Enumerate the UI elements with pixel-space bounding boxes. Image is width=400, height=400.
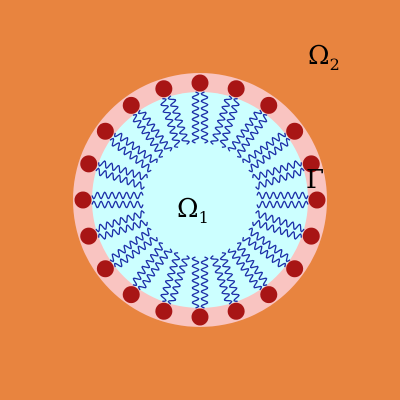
- lipid-head: [191, 308, 209, 326]
- lipid-head: [80, 227, 98, 245]
- lipid-tail: [227, 248, 263, 291]
- lipid-tail: [209, 95, 233, 145]
- lipid-tail: [248, 227, 291, 263]
- lipid-tail: [219, 98, 240, 148]
- lipid-head: [227, 80, 245, 98]
- lipid-head: [260, 286, 278, 304]
- lipid-tail: [137, 248, 173, 291]
- lipid-tail: [114, 132, 158, 164]
- lipid-head: [96, 122, 114, 140]
- lipid-tail: [132, 114, 164, 158]
- lipid-tail: [160, 252, 181, 302]
- lipid-head: [302, 227, 320, 245]
- lipid-tail: [114, 236, 158, 268]
- omega-2-label: Ω2: [308, 41, 340, 74]
- lipid-tail: [219, 252, 240, 302]
- gamma-label: Γ: [306, 165, 324, 195]
- lipid-tail: [191, 91, 200, 144]
- lipid-tail: [98, 219, 148, 240]
- omega-1-label: Ω1: [177, 194, 209, 227]
- lipid-head: [191, 74, 209, 92]
- lipid-tail: [236, 114, 268, 158]
- lipid-head: [227, 302, 245, 320]
- lipid-tail: [132, 242, 164, 286]
- lipid-head: [155, 302, 173, 320]
- lipid-head: [302, 155, 320, 173]
- lipid-tails: [91, 91, 309, 309]
- lipid-tail: [167, 255, 191, 305]
- lipid-tail: [137, 109, 173, 152]
- lipid-tail: [98, 160, 148, 181]
- lipid-tail: [252, 219, 302, 240]
- lipid-tail: [91, 200, 144, 209]
- lipid-head: [80, 155, 98, 173]
- lipid-head: [260, 96, 278, 114]
- lipid-head: [96, 260, 114, 278]
- lipid-tail: [242, 236, 286, 268]
- lipid-tail: [255, 167, 305, 191]
- inner-region: [92, 92, 308, 308]
- lipid-tail: [252, 160, 302, 181]
- lipid-head: [308, 191, 326, 209]
- lipid-tail: [91, 191, 144, 200]
- lipid-tail: [242, 132, 286, 164]
- lipid-tail: [248, 137, 291, 173]
- lipid-head: [122, 286, 140, 304]
- lipid-tail: [256, 191, 309, 200]
- lipid-tail: [95, 167, 145, 191]
- lipid-tail: [200, 256, 209, 309]
- lipid-tail: [160, 98, 181, 148]
- lipid-tail: [109, 137, 152, 173]
- lipid-tail: [227, 109, 263, 152]
- lipid-tail: [191, 256, 200, 309]
- lipid-tail: [95, 209, 145, 233]
- lipid-head: [286, 260, 304, 278]
- lipid-tail: [167, 95, 191, 145]
- lipid-tail: [209, 255, 233, 305]
- lipid-tail: [255, 209, 305, 233]
- lipid-tail: [256, 200, 309, 209]
- lipid-tail: [200, 91, 209, 144]
- lipid-heads: [74, 74, 326, 326]
- lipid-head: [155, 80, 173, 98]
- lipid-head: [286, 122, 304, 140]
- lipid-head: [74, 191, 92, 209]
- lipid-tail: [236, 242, 268, 286]
- lipid-tail: [109, 227, 152, 263]
- lipid-head: [122, 96, 140, 114]
